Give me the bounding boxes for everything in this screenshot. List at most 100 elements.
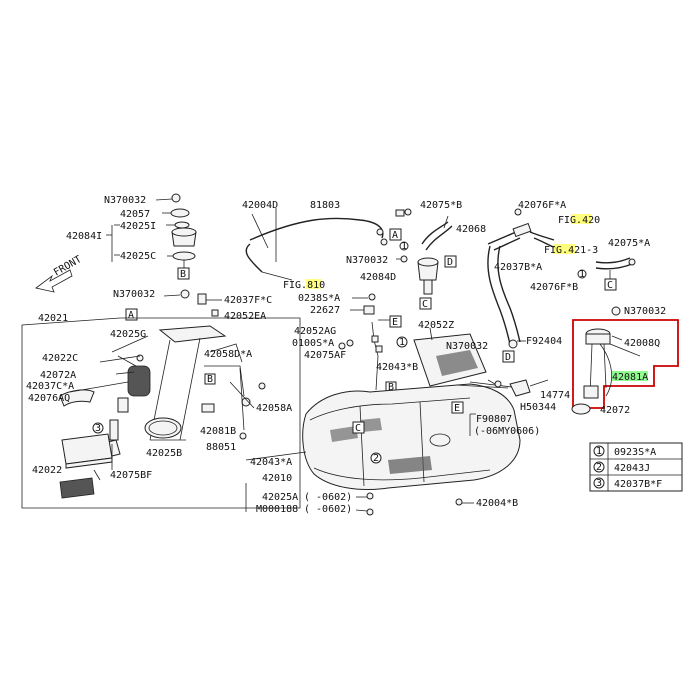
sender-cap-group: B: [106, 193, 197, 280]
label-42075bf: 42075BF: [110, 470, 152, 481]
svg-text:B: B: [388, 382, 394, 393]
label-n370032-right: N370032: [624, 306, 666, 317]
callout-e-mid: [389, 315, 402, 328]
nut-icon-right: [611, 306, 621, 316]
label-42057: 42057: [120, 209, 150, 220]
label-42081b: 42081B: [200, 426, 236, 437]
svg-text:C: C: [607, 280, 613, 291]
label-42068: 42068: [456, 224, 486, 235]
label-42025g: 42025G: [110, 329, 146, 340]
front-arrow-icon: FRONT: [35, 254, 84, 293]
svg-text:2: 2: [373, 453, 379, 464]
label-f92404: F92404: [526, 336, 562, 347]
callout-d-right: [502, 350, 515, 363]
pump-module-right: [583, 328, 641, 399]
svg-text:D: D: [505, 352, 511, 363]
seal-ring-icon: [571, 403, 591, 415]
label-42058da: 42058D*A: [204, 349, 252, 360]
label-h50344: H50344: [520, 402, 556, 413]
vent-hose-group: A 1 D C: [245, 208, 457, 310]
label-n370032-left: N370032: [113, 289, 155, 300]
label-22627: 22627: [310, 305, 340, 316]
legend: 1 0923S*A 2 42043J 3 42037B*F: [589, 442, 683, 492]
label-42081a: 42081A: [612, 372, 648, 383]
label-42010: 42010: [262, 473, 292, 484]
callout-b-upper: [177, 267, 190, 280]
callout-a-top: [389, 228, 402, 241]
label-0100sa: 0100S*A: [292, 338, 334, 349]
label-88051: 88051: [206, 442, 236, 453]
callout-a-left: [125, 308, 138, 321]
label-42052z: 42052Z: [418, 320, 454, 331]
label-42052ag: 42052AG: [294, 326, 336, 337]
legend-num-3: 3: [596, 478, 602, 489]
label-42076fb: 42076F*B: [530, 282, 578, 293]
label-42075a: 42075*A: [608, 238, 650, 249]
heat-shield-group: 1: [396, 327, 487, 387]
callout-c-tank: [352, 421, 365, 434]
label-fig421-3[interactable]: FIG.421-3: [544, 245, 598, 256]
label-42008q: 42008Q: [624, 338, 660, 349]
legend-label-3: 42037B*F: [614, 479, 662, 490]
bolt-icon: [171, 193, 181, 203]
svg-text:3: 3: [95, 423, 101, 434]
svg-text:B: B: [207, 374, 213, 385]
label-42022c: 42022C: [42, 353, 78, 364]
callout-b-left: [204, 373, 216, 385]
fuel-pump-icon: [127, 365, 151, 397]
float-icon: [59, 477, 95, 499]
label-42043a: 42043*A: [250, 457, 292, 468]
callout-c-top: [419, 297, 432, 310]
svg-text:E: E: [392, 317, 398, 328]
svg-text:A: A: [128, 310, 134, 321]
pump-bracket-group: A: [125, 289, 222, 321]
pump-module-outline: [21, 317, 301, 509]
label-42084i: 42084I: [66, 231, 102, 242]
label-42004b: 42004*B: [476, 498, 518, 509]
label-42052ea: 42052EA: [224, 311, 266, 322]
pump-module-parts: 3 B: [59, 325, 266, 499]
svg-text:1: 1: [401, 241, 407, 252]
label-42076aq: 42076AQ: [28, 393, 70, 404]
label-42025a-note: ( -0602): [304, 492, 352, 503]
label-42072: 42072: [600, 405, 630, 416]
svg-text:C: C: [422, 299, 428, 310]
label-42021: 42021: [38, 313, 68, 324]
label-42037ca: 42037C*A: [26, 381, 74, 392]
filler-hose-group: D 1 C: [487, 208, 636, 363]
mid-fittings: E B: [338, 293, 402, 393]
washer-icon: [170, 208, 190, 218]
legend-label-1: 0923S*A: [614, 447, 656, 458]
label-42037ba: 42037B*A: [494, 262, 542, 273]
callout-c-right: [604, 278, 617, 291]
label-f90807: F90807: [476, 414, 512, 425]
fuel-tank-icon: [302, 383, 521, 490]
label-42004d: 42004D: [242, 200, 278, 211]
svg-text:E: E: [454, 403, 460, 414]
label-42075b-top: 42075*B: [420, 200, 462, 211]
label-fig420[interactable]: FIG.420: [558, 215, 600, 226]
label-42072a: 42072A: [40, 370, 76, 381]
gasket-icon: [174, 221, 190, 229]
svg-text:1: 1: [579, 269, 585, 280]
label-m000188: M000188: [256, 504, 298, 515]
svg-text:D: D: [447, 257, 453, 268]
label-42076fa: 42076F*A: [518, 200, 566, 211]
label-14774: 14774: [540, 390, 570, 401]
label-fig810[interactable]: FIG.810: [283, 280, 325, 291]
label-42058a: 42058A: [256, 403, 292, 414]
label-81803: 81803: [310, 200, 340, 211]
legend-num-1: 1: [596, 446, 602, 457]
label-42025i: 42025I: [120, 221, 156, 232]
label-42025a: 42025A: [262, 492, 298, 503]
svg-text:B: B: [180, 269, 186, 280]
ring-icon: [172, 251, 196, 261]
label-42037fc: 42037F*C: [224, 295, 272, 306]
label-42022: 42022: [32, 465, 62, 476]
label-42025b: 42025B: [146, 448, 182, 459]
legend-label-2: 42043J: [614, 463, 650, 474]
fuel-tank-group: 2 C E: [245, 379, 549, 516]
callout-d-top: [444, 255, 457, 268]
callout-e-tank: [451, 401, 464, 414]
